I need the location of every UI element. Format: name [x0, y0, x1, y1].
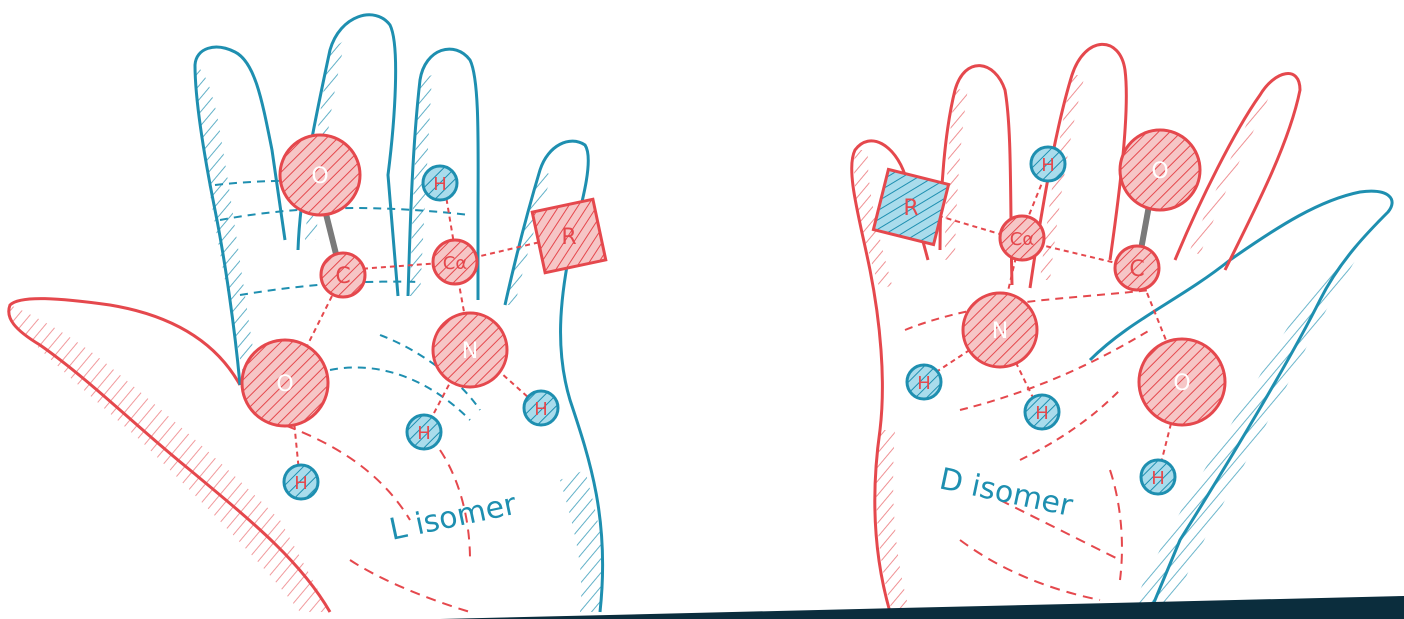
right-atom-c-label: C: [1129, 257, 1144, 282]
right-atom-o-top: O: [1120, 130, 1200, 210]
right-atom-h-top-label: H: [1041, 155, 1055, 176]
left-atom-n-label: N: [462, 339, 478, 364]
left-atom-o-top-label: O: [311, 164, 328, 189]
left-atom-ca-label: Cα: [443, 253, 467, 274]
right-atom-h-n1: H: [907, 365, 941, 399]
right-atom-h-o-label: H: [1151, 468, 1165, 489]
right-atom-h-n2: H: [1025, 395, 1059, 429]
right-hand-outline: [852, 44, 1300, 612]
left-atom-h-o: H: [284, 465, 318, 499]
right-atom-h-top: H: [1031, 147, 1065, 181]
right-isomer-label: D isomer: [936, 462, 1076, 524]
right-atom-o-top-label: O: [1151, 159, 1168, 184]
right-atom-h-n1-label: H: [917, 373, 931, 394]
left-atom-h-o-label: H: [294, 473, 308, 494]
left-isomer-label: L isomer: [386, 487, 520, 548]
right-atom-c: C: [1115, 246, 1159, 290]
left-atom-o-bottom-label: O: [276, 372, 293, 397]
left-atom-c-label: C: [335, 264, 350, 289]
left-atom-h-n2: H: [524, 391, 558, 425]
right-hand: R H Cα O C N H H: [852, 44, 1392, 612]
right-atom-o-bottom-label: O: [1173, 371, 1190, 396]
left-atom-h-top: H: [423, 166, 457, 200]
left-atom-c: C: [321, 253, 365, 297]
right-atom-r: R: [873, 169, 948, 244]
right-atom-ca: Cα: [1000, 216, 1044, 260]
left-atom-r-label: R: [561, 225, 576, 250]
right-atom-r-label: R: [903, 196, 918, 221]
left-atom-h-n1-label: H: [417, 423, 431, 444]
left-atom-n: N: [433, 313, 507, 387]
left-atom-h-n2-label: H: [534, 399, 548, 420]
left-atom-ca: Cα: [433, 240, 477, 284]
right-atom-n: N: [963, 293, 1037, 367]
right-atom-n-label: N: [992, 319, 1008, 344]
left-atom-h-n1: H: [407, 415, 441, 449]
right-atom-ca-label: Cα: [1010, 229, 1034, 250]
left-hand: O C H Cα R N O H: [9, 15, 606, 612]
right-atom-o-bottom: O: [1139, 339, 1225, 425]
left-atom-h-top-label: H: [433, 174, 447, 195]
left-atom-r: R: [532, 199, 606, 273]
right-atom-h-n2-label: H: [1035, 403, 1049, 424]
right-atom-h-o: H: [1141, 460, 1175, 494]
left-atom-o-bottom: O: [242, 340, 328, 426]
left-atom-o-top: O: [280, 135, 360, 215]
